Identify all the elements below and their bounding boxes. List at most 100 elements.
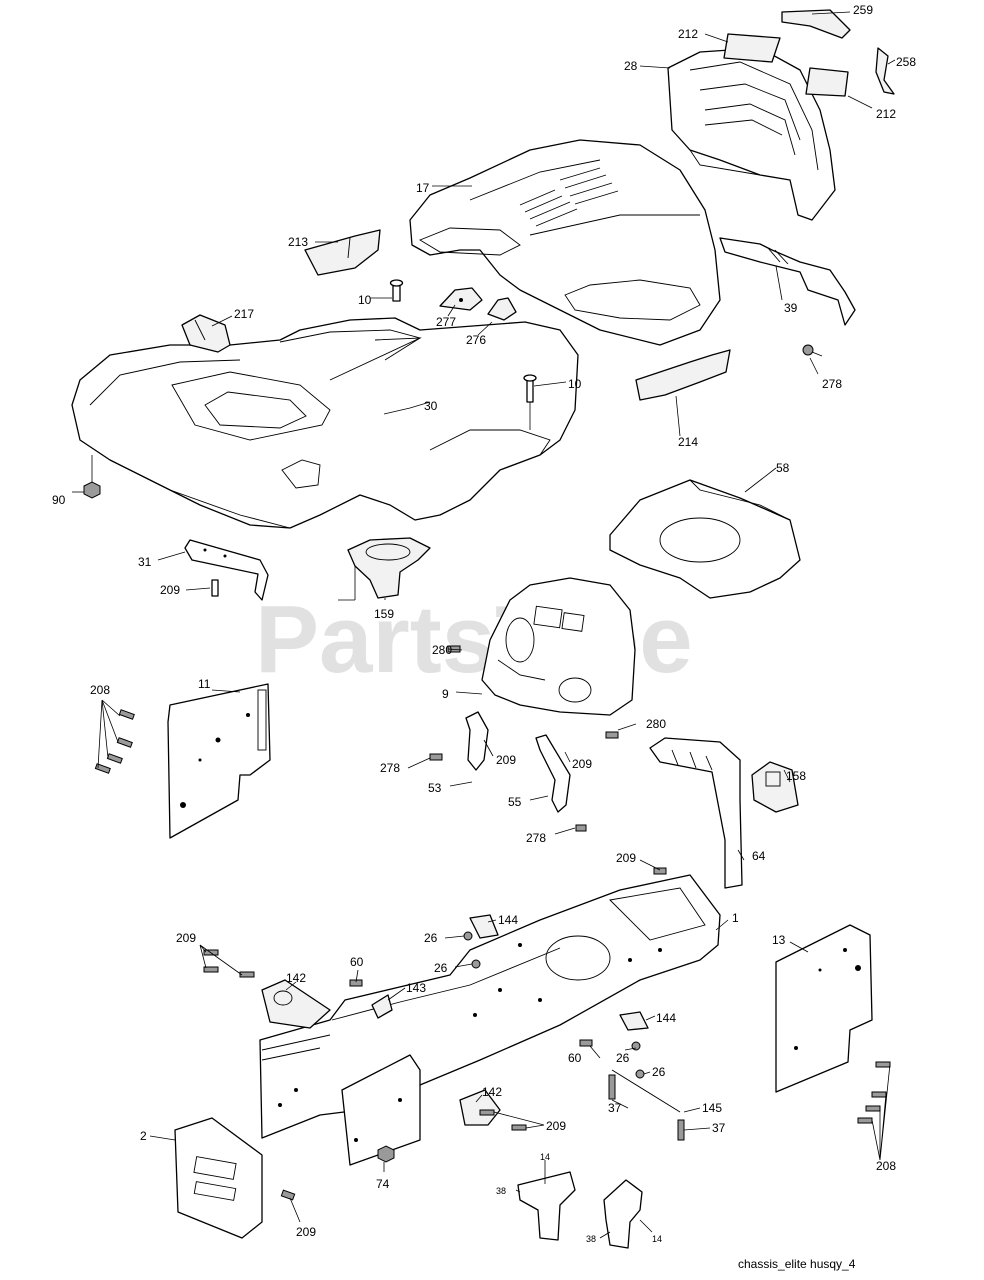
callout-2[interactable]: 2 bbox=[140, 1129, 147, 1143]
callout-143[interactable]: 143 bbox=[406, 981, 426, 995]
bolts-part-208-left[interactable] bbox=[94, 709, 135, 774]
callout-278-mid[interactable]: 278 bbox=[380, 761, 400, 775]
callout-208-left[interactable]: 208 bbox=[90, 683, 110, 697]
side-plate-part-13[interactable] bbox=[775, 924, 873, 1093]
callout-17[interactable]: 17 bbox=[416, 181, 430, 195]
bolts-part-209-center[interactable] bbox=[479, 1109, 527, 1131]
callout-209-c[interactable]: 209 bbox=[572, 757, 592, 771]
bracket-part-38-right[interactable] bbox=[603, 1179, 643, 1249]
frame-plate-left[interactable] bbox=[341, 1054, 421, 1166]
callout-38-right[interactable]: 38 bbox=[586, 1234, 596, 1244]
bracket-part-38-left[interactable] bbox=[517, 1171, 576, 1241]
callout-209-a[interactable]: 209 bbox=[160, 583, 180, 597]
panel-part-214[interactable] bbox=[635, 349, 731, 401]
screw-part-278-lower[interactable] bbox=[575, 824, 587, 832]
bracket-part-31[interactable] bbox=[184, 539, 269, 601]
dash-panel-part-9[interactable] bbox=[481, 577, 636, 716]
callout-144-lower[interactable]: 144 bbox=[656, 1011, 676, 1025]
callout-213[interactable]: 213 bbox=[288, 235, 308, 249]
callout-209-f[interactable]: 209 bbox=[546, 1119, 566, 1133]
callout-209-d[interactable]: 209 bbox=[616, 851, 636, 865]
callout-280-left[interactable]: 280 bbox=[432, 643, 452, 657]
tray-part-58[interactable] bbox=[609, 479, 801, 599]
bolt-part-10-lower[interactable] bbox=[523, 374, 537, 430]
callout-208-right[interactable]: 208 bbox=[876, 1159, 896, 1173]
callout-209-b[interactable]: 209 bbox=[496, 753, 516, 767]
callout-159[interactable]: 159 bbox=[374, 607, 394, 621]
callout-14-right[interactable]: 14 bbox=[652, 1234, 662, 1244]
side-plate-part-11[interactable] bbox=[167, 683, 271, 839]
screw-part-278-mid[interactable] bbox=[429, 753, 443, 761]
callout-26-d[interactable]: 26 bbox=[652, 1065, 666, 1079]
hood-bracket-part-39[interactable] bbox=[719, 237, 856, 326]
callout-58[interactable]: 58 bbox=[776, 461, 790, 475]
front-plate-part-2[interactable] bbox=[174, 1117, 263, 1239]
panel-part-213[interactable] bbox=[304, 229, 381, 276]
nut-part-26-4[interactable] bbox=[635, 1069, 645, 1079]
screw-part-280-right[interactable] bbox=[605, 731, 619, 739]
lens-part-258[interactable] bbox=[875, 47, 895, 95]
callout-142-lower[interactable]: 142 bbox=[482, 1085, 502, 1099]
callout-10-upper[interactable]: 10 bbox=[358, 293, 372, 307]
callout-209-e[interactable]: 209 bbox=[176, 931, 196, 945]
bolt-part-37-lower[interactable] bbox=[677, 1119, 685, 1141]
callout-144-upper[interactable]: 144 bbox=[498, 913, 518, 927]
bolt-part-209-upper[interactable] bbox=[211, 579, 219, 597]
callout-28[interactable]: 28 bbox=[624, 59, 638, 73]
callout-258[interactable]: 258 bbox=[896, 55, 916, 69]
part-277[interactable] bbox=[439, 287, 483, 311]
callout-212-right[interactable]: 212 bbox=[876, 107, 896, 121]
callout-26-a[interactable]: 26 bbox=[424, 931, 438, 945]
bolt-part-37-upper[interactable] bbox=[608, 1074, 616, 1100]
clip-part-144-lower[interactable] bbox=[619, 1011, 649, 1031]
nut-part-26-1[interactable] bbox=[463, 931, 473, 941]
callout-280-right[interactable]: 280 bbox=[646, 717, 666, 731]
callout-53[interactable]: 53 bbox=[428, 781, 442, 795]
callout-55[interactable]: 55 bbox=[508, 795, 522, 809]
cupholder-part-159[interactable] bbox=[347, 537, 431, 599]
callout-212-top[interactable]: 212 bbox=[678, 27, 698, 41]
bracket-part-55[interactable] bbox=[535, 734, 571, 813]
callout-277[interactable]: 277 bbox=[436, 315, 456, 329]
lens-part-259[interactable] bbox=[781, 9, 851, 39]
callout-158[interactable]: 158 bbox=[786, 769, 806, 783]
nut-part-90[interactable] bbox=[83, 455, 101, 499]
clip-part-144-upper[interactable] bbox=[469, 914, 499, 939]
callout-209-g[interactable]: 209 bbox=[296, 1225, 316, 1239]
callout-60-lower[interactable]: 60 bbox=[568, 1051, 582, 1065]
callout-30[interactable]: 30 bbox=[424, 399, 438, 413]
bracket-part-142-lower[interactable] bbox=[459, 1089, 501, 1126]
hood-part-17[interactable] bbox=[409, 139, 721, 346]
callout-26-c[interactable]: 26 bbox=[616, 1051, 630, 1065]
bracket-part-142-upper[interactable] bbox=[261, 979, 331, 1029]
part-217[interactable] bbox=[181, 314, 231, 353]
callout-11[interactable]: 11 bbox=[198, 677, 211, 691]
callout-60-upper[interactable]: 60 bbox=[350, 955, 364, 969]
bolt-part-10-upper[interactable] bbox=[389, 279, 404, 302]
bracket-part-53[interactable] bbox=[465, 711, 489, 771]
part-276[interactable] bbox=[487, 297, 517, 321]
callout-10-lower[interactable]: 10 bbox=[568, 377, 582, 391]
callout-259[interactable]: 259 bbox=[853, 3, 873, 17]
callout-90[interactable]: 90 bbox=[52, 493, 66, 507]
callout-145[interactable]: 145 bbox=[702, 1101, 722, 1115]
callout-276[interactable]: 276 bbox=[466, 333, 486, 347]
callout-38-left[interactable]: 38 bbox=[496, 1186, 506, 1196]
bracket-part-64[interactable] bbox=[649, 737, 743, 889]
callout-214[interactable]: 214 bbox=[678, 435, 698, 449]
callout-39[interactable]: 39 bbox=[784, 301, 798, 315]
screw-part-278-top[interactable] bbox=[802, 344, 823, 357]
callout-64[interactable]: 64 bbox=[752, 849, 766, 863]
nut-part-26-2[interactable] bbox=[471, 959, 481, 969]
callout-74[interactable]: 74 bbox=[376, 1177, 390, 1191]
bolt-part-209-mid[interactable] bbox=[653, 867, 667, 875]
callout-37-upper[interactable]: 37 bbox=[608, 1101, 622, 1115]
callout-14-left[interactable]: 14 bbox=[540, 1152, 550, 1162]
callout-142-upper[interactable]: 142 bbox=[286, 971, 306, 985]
bolt-part-209-lower[interactable] bbox=[280, 1189, 296, 1201]
callout-31[interactable]: 31 bbox=[138, 555, 152, 569]
callout-1[interactable]: 1 bbox=[732, 911, 739, 925]
bolts-part-209-left[interactable] bbox=[203, 949, 255, 978]
callout-278-lower[interactable]: 278 bbox=[526, 831, 546, 845]
callout-278-upper[interactable]: 278 bbox=[822, 377, 842, 391]
